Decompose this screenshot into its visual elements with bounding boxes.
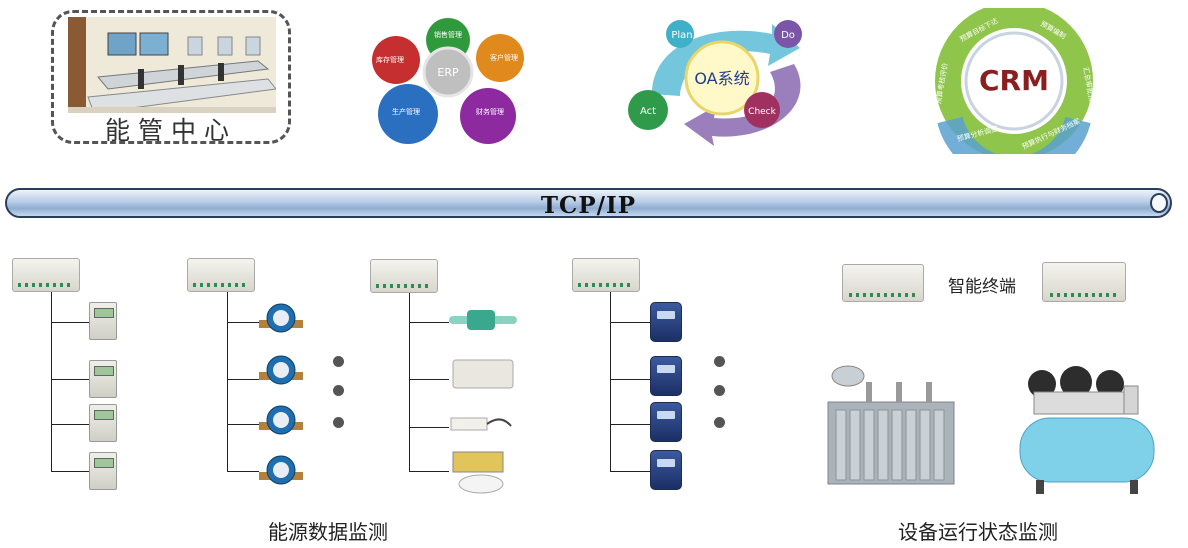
connector-line xyxy=(51,379,89,380)
crm-cycle-diagram[interactable]: CRM 预算编制 汇总审批预算 预算执行与财务档案 预算分析调整 预算考核评价 … xyxy=(902,2,1130,183)
gas-meter[interactable] xyxy=(650,356,682,396)
connector-line xyxy=(409,379,449,380)
energy-monitoring-label: 能源数据监测 xyxy=(268,520,388,544)
connector-line xyxy=(409,427,449,428)
erp-label-finance: 财务管理 xyxy=(476,107,504,116)
water-meter[interactable] xyxy=(259,452,303,490)
electricity-meter[interactable] xyxy=(89,452,117,490)
oa-plan-badge xyxy=(666,20,694,48)
connector-line xyxy=(227,322,259,323)
electricity-meter[interactable] xyxy=(89,360,117,398)
oa-check-label: Check xyxy=(748,107,776,117)
connector-line xyxy=(51,424,89,425)
water-meter[interactable] xyxy=(259,300,303,338)
ellipsis-dot xyxy=(714,417,725,428)
oa-do-badge xyxy=(774,20,802,48)
crm-center-label: CRM xyxy=(979,64,1049,97)
erp-label-customer: 客户管理 xyxy=(490,53,518,62)
ellipsis-dot xyxy=(333,417,344,428)
connector-line xyxy=(409,293,410,472)
control-center-label: 能管中心 xyxy=(104,116,237,144)
connector-line xyxy=(610,292,611,472)
connector-line xyxy=(610,379,650,380)
ellipsis-dot xyxy=(333,385,344,396)
oa-pdca-diagram[interactable]: OA系统 Plan Do Act Check xyxy=(622,14,822,149)
connector-line xyxy=(227,424,259,425)
erp-label-sales: 销售管理 xyxy=(434,30,462,39)
water-meter[interactable] xyxy=(259,402,303,440)
smart-terminal[interactable] xyxy=(12,258,80,292)
smart-terminal-label: 智能终端 xyxy=(948,277,1016,297)
connector-line xyxy=(227,292,228,472)
air-compressor-image[interactable] xyxy=(1014,362,1158,498)
connector-line xyxy=(51,292,52,472)
oa-act-label: Act xyxy=(640,106,656,117)
connector-line xyxy=(409,322,449,323)
erp-segment-production xyxy=(378,84,438,144)
oa-act-badge xyxy=(628,90,668,130)
gas-meter[interactable] xyxy=(650,402,682,442)
water-meter[interactable] xyxy=(259,352,303,390)
smart-terminal-left[interactable] xyxy=(842,264,924,302)
erp-segment-inventory xyxy=(372,36,420,84)
equipment-monitoring-label: 设备运行状态监测 xyxy=(898,520,1058,544)
oa-check-badge xyxy=(744,92,780,128)
connector-line xyxy=(227,379,259,380)
crm-center xyxy=(964,31,1064,131)
smart-terminal[interactable] xyxy=(187,258,255,292)
connector-line xyxy=(610,322,650,323)
erp-segment-finance xyxy=(460,88,516,144)
erp-label-inventory: 库存管理 xyxy=(376,55,404,64)
erp-center xyxy=(422,46,474,98)
gas-meter[interactable] xyxy=(650,450,682,490)
erp-segment-customer xyxy=(476,34,524,82)
flow-sensor[interactable] xyxy=(449,304,517,336)
electricity-meter[interactable] xyxy=(89,404,117,442)
ellipsis-dot xyxy=(714,385,725,396)
erp-diagram[interactable]: 销售管理 客户管理 财务管理 生产管理 库存管理 ERP xyxy=(366,18,526,148)
sensor-box[interactable] xyxy=(449,356,517,392)
temperature-sensor[interactable] xyxy=(449,412,517,436)
bus-end-cap xyxy=(1150,193,1168,213)
electricity-meter[interactable] xyxy=(89,302,117,340)
oa-center xyxy=(684,40,760,116)
oa-plan-label: Plan xyxy=(671,30,692,41)
connector-line xyxy=(409,471,449,472)
transformer-image[interactable] xyxy=(816,360,962,496)
smart-terminal-right[interactable] xyxy=(1042,262,1126,302)
gas-meter[interactable] xyxy=(650,302,682,342)
smoke-detector[interactable] xyxy=(449,450,517,496)
oa-center-label: OA系统 xyxy=(694,69,749,88)
control-room-photo xyxy=(68,17,277,114)
connector-line xyxy=(610,424,650,425)
erp-label-production: 生产管理 xyxy=(392,107,420,116)
ellipsis-dot xyxy=(714,356,725,367)
erp-center-label: ERP xyxy=(437,66,459,79)
tcp-ip-label: TCP/IP xyxy=(540,192,637,219)
smart-terminal[interactable] xyxy=(370,259,438,293)
oa-do-label: Do xyxy=(781,30,795,41)
tcp-ip-bus: TCP/IP xyxy=(5,188,1172,219)
energy-control-center[interactable]: 能管中心 xyxy=(51,10,291,144)
connector-line xyxy=(51,322,89,323)
connector-line xyxy=(227,471,259,472)
smart-terminal[interactable] xyxy=(572,258,640,292)
connector-line xyxy=(51,471,89,472)
connector-line xyxy=(610,471,650,472)
ellipsis-dot xyxy=(333,356,344,367)
